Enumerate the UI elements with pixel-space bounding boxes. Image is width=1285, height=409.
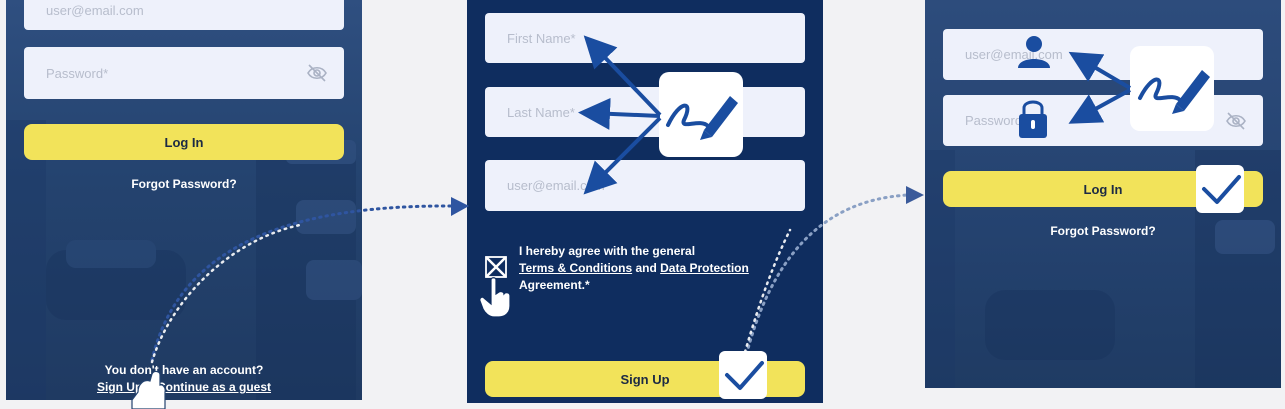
data-protection-link[interactable]: Data Protection <box>660 261 749 275</box>
terms-link[interactable]: Terms & Conditions <box>519 261 633 275</box>
autofill-email-placeholder: user@email.com <box>965 47 1063 62</box>
terms-agreement-text: I hereby agree with the general Terms & … <box>519 243 819 294</box>
email-input[interactable]: user@email.com <box>24 0 344 30</box>
first-name-input[interactable]: First Name* <box>485 13 805 63</box>
autofill-login-screen: user@email.com Password* Log In Forgot P… <box>925 0 1281 388</box>
pointing-hand-icon <box>479 277 511 318</box>
and-text: and <box>632 261 661 275</box>
first-name-placeholder: First Name* <box>507 30 576 46</box>
signup-screen: First Name* Last Name* user@email.com I … <box>467 0 823 403</box>
password-placeholder: Password* <box>46 65 109 81</box>
login-button-label: Log In <box>164 134 204 150</box>
eye-slash-icon[interactable] <box>1225 111 1247 131</box>
last-name-input[interactable]: Last Name* <box>485 87 805 137</box>
autofill-forgot-password-link[interactable]: Forgot Password? <box>943 224 1263 238</box>
autofill-login-button[interactable]: Log In <box>943 171 1263 207</box>
last-name-placeholder: Last Name* <box>507 104 575 120</box>
autofill-forgot-label: Forgot Password? <box>1050 224 1156 238</box>
forgot-password-link[interactable]: Forgot Password? <box>24 177 344 191</box>
login-button[interactable]: Log In <box>24 124 344 160</box>
eye-slash-icon[interactable] <box>306 63 328 83</box>
sign-up-button-label: Sign Up <box>620 371 670 387</box>
no-account-text: You don't have an account? <box>104 363 264 377</box>
guest-link[interactable]: Continue as a guest <box>156 380 272 394</box>
signup-email-input[interactable]: user@email.com <box>485 160 805 211</box>
sign-up-link[interactable]: Sign Up <box>96 380 143 394</box>
flow-arrowhead-to-login <box>906 186 924 204</box>
agree-line: I hereby agree with the general <box>519 244 696 258</box>
sign-up-button[interactable]: Sign Up <box>485 361 805 397</box>
login-screen: user@email.com Password* Log In Forgot P… <box>6 0 362 400</box>
email-placeholder: user@email.com <box>46 2 144 18</box>
forgot-password-label: Forgot Password? <box>131 177 237 191</box>
checkbox-crossed-icon[interactable] <box>483 254 509 280</box>
autofill-password-input[interactable]: Password* <box>943 95 1263 146</box>
autofill-email-input[interactable]: user@email.com <box>943 29 1263 80</box>
autofill-password-placeholder: Password* <box>965 113 1028 128</box>
agreement-text: Agreement.* <box>519 278 590 292</box>
password-input[interactable]: Password* <box>24 47 344 99</box>
signup-email-placeholder: user@email.com <box>507 178 605 193</box>
autofill-login-label: Log In <box>1083 181 1123 197</box>
